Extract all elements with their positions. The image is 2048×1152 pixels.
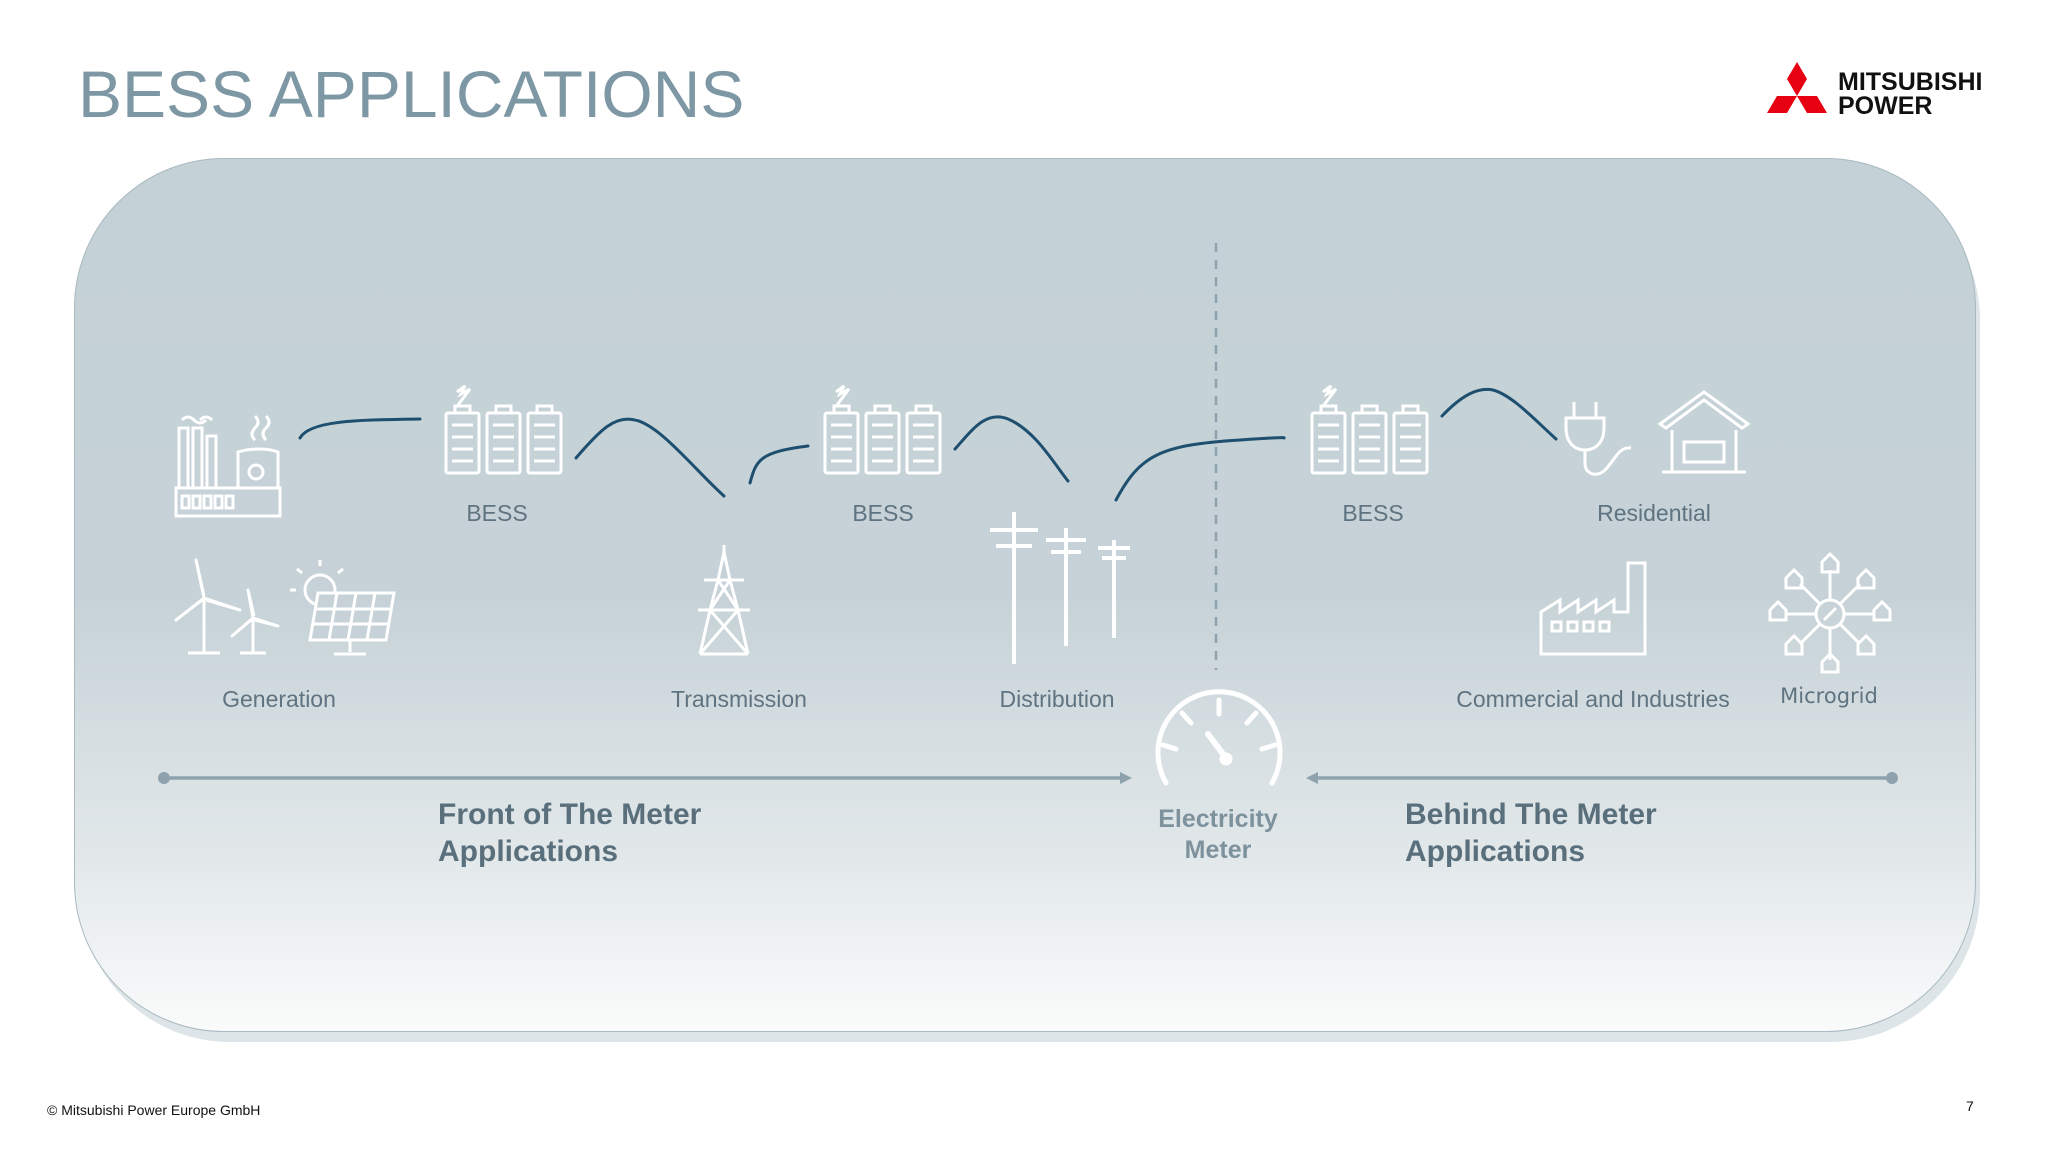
transmission-tower-icon bbox=[698, 545, 750, 656]
connecting-curves bbox=[298, 387, 1558, 502]
logo-text: MITSUBISHI POWER bbox=[1838, 68, 1983, 120]
bess-label-2: BESS bbox=[852, 500, 914, 526]
footer-copyright: © Mitsubishi Power Europe GmbH bbox=[47, 1102, 261, 1118]
microgrid-label: Microgrid bbox=[1780, 684, 1878, 708]
page-title: BESS APPLICATIONS bbox=[78, 57, 745, 131]
house-icon bbox=[1657, 390, 1751, 474]
distribution-pole-icon bbox=[990, 512, 1130, 664]
battery-icon-2 bbox=[823, 384, 942, 475]
electricity-meter-label: Electricity Meter bbox=[1158, 805, 1278, 864]
curve-bess2-dist bbox=[953, 415, 1070, 483]
behind-meter-label: Behind The Meter Applications bbox=[1405, 798, 1657, 868]
wind-turbine-icon bbox=[174, 558, 280, 655]
behind-meter-arrow bbox=[1306, 772, 1898, 784]
residential-label: Residential bbox=[1597, 500, 1711, 526]
curve-bess3-res bbox=[1440, 387, 1558, 441]
generation-label: Generation bbox=[222, 686, 336, 712]
commercial-label: Commercial and Industries bbox=[1456, 686, 1730, 712]
microgrid-icon bbox=[1768, 551, 1892, 674]
bess-label-1: BESS bbox=[466, 500, 528, 526]
electricity-meter-icon bbox=[1155, 689, 1283, 786]
front-of-meter-arrow bbox=[158, 772, 1132, 784]
page-number: 7 bbox=[1966, 1098, 1974, 1114]
front-of-meter-label: Front of The Meter Applications bbox=[438, 798, 702, 868]
solar-panel-icon bbox=[290, 560, 396, 656]
curve-trans-bess2 bbox=[748, 444, 810, 485]
battery-icon-1 bbox=[444, 384, 563, 475]
logo-line1: MITSUBISHI bbox=[1838, 68, 1983, 96]
curve-dist-bess3 bbox=[1114, 436, 1286, 502]
bess-label-3: BESS bbox=[1342, 500, 1404, 526]
curve-gen-bess1 bbox=[298, 417, 422, 440]
factory-icon bbox=[174, 414, 282, 518]
commercial-factory-icon bbox=[1539, 561, 1647, 656]
transmission-label: Transmission bbox=[671, 686, 807, 712]
logo-line2: POWER bbox=[1838, 92, 1933, 120]
plug-icon bbox=[1564, 402, 1632, 476]
curve-bess1-trans bbox=[574, 417, 726, 498]
distribution-label: Distribution bbox=[999, 686, 1115, 712]
mitsubishi-logo-icon bbox=[1767, 62, 1827, 113]
battery-icon-3 bbox=[1310, 384, 1429, 475]
